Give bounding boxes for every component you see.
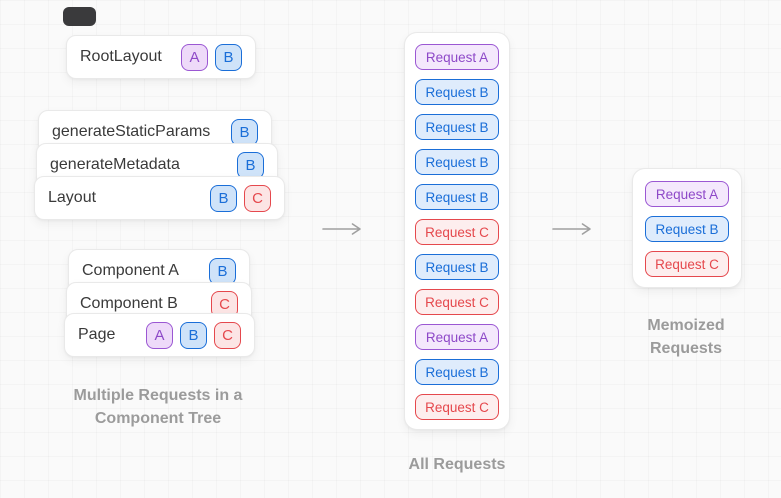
request-pill-a: Request A [645,181,729,207]
request-badge-b: B [210,184,237,212]
request-pill-b: Request B [415,149,499,175]
request-badge-b: B [237,151,264,179]
card-label: generateStaticParams [52,123,211,140]
caption-line: Component Tree [94,410,222,427]
request-pill-b: Request B [645,216,729,242]
dark-corner-artifact [63,7,96,26]
request-badge-c: C [214,321,241,349]
request-badge-b: B [180,321,207,349]
caption-line: Multiple Requests in a [73,387,243,404]
request-pill-b: Request B [415,114,499,140]
request-pill-b: Request B [415,79,499,105]
caption-all-requests: All Requests [408,456,506,473]
request-badge-b: B [231,118,258,146]
arrow-right-icon [322,223,361,235]
caption-line: Requests [649,340,723,357]
request-badge-c: C [244,184,271,212]
badge-group: B [209,257,236,285]
request-badge-a: A [146,321,173,349]
request-pill-b: Request B [415,359,499,385]
badge-group: B [237,151,264,179]
request-pill-c: Request C [415,394,499,420]
request-pill-c: Request C [645,251,729,277]
request-badge-b: B [215,43,242,71]
card-label: Component B [80,295,178,312]
request-pill-a: Request A [415,324,499,350]
request-pill-c: Request C [415,219,499,245]
card-label: Layout [48,189,97,206]
request-pill-b: Request B [415,254,499,280]
caption-line: Memoized [647,317,725,334]
memoized-requests-card: Request A Request B Request C [632,168,742,288]
card-label: Component A [82,262,179,279]
request-badge-a: A [181,43,208,71]
request-pill-c: Request C [415,289,499,315]
arrow-right-icon [552,223,591,235]
card-label: Page [78,326,116,343]
card-label: RootLayout [80,48,162,65]
caption-memoized-requests: Memoized Requests [626,314,746,360]
caption-component-tree: Multiple Requests in a Component Tree [28,384,288,430]
card-label: generateMetadata [50,156,180,173]
badge-group: B [231,118,258,146]
request-pill-a: Request A [415,44,499,70]
request-pill-b: Request B [415,184,499,210]
all-requests-card: Request A Request B Request B Request B Requ… [404,32,510,430]
request-badge-b: B [209,257,236,285]
